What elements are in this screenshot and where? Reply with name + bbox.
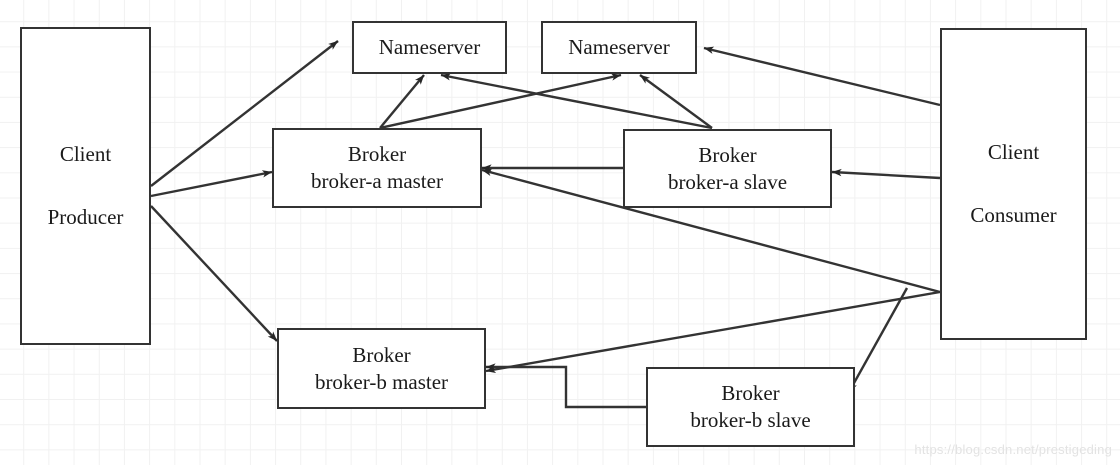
- edge-broker-a-slave-to-nameserver2: [639, 74, 713, 129]
- edge-consumer-to-broker-b-slave: [847, 287, 909, 393]
- node-broker-b-slave-line2: broker-b slave: [690, 408, 811, 432]
- node-broker-b-master-line2: broker-b master: [314, 369, 449, 394]
- node-broker-a-master-line1: Broker: [347, 142, 407, 167]
- node-client-consumer-line2: Consumer: [970, 203, 1057, 227]
- edge-consumer-to-nameserver2: [703, 46, 941, 107]
- edge-consumer-to-broker-a-master: [481, 168, 941, 294]
- edge-consumer-to-broker-a-slave: [831, 168, 941, 180]
- node-nameserver-2-label: Nameserver: [568, 35, 670, 60]
- node-broker-a-slave-line1: Broker: [698, 142, 757, 167]
- edge-consumer-to-broker-b-master: [485, 290, 941, 373]
- edge-broker-a-master-to-nameserver2: [379, 73, 622, 130]
- edge-broker-a-slave-to-nameserver1: [440, 73, 713, 130]
- node-client-consumer-line1: Client: [987, 140, 1040, 165]
- node-client-producer-line1: Client: [59, 142, 112, 167]
- node-client-producer[interactable]: Client Producer: [20, 27, 151, 345]
- node-broker-b-slave[interactable]: Broker broker-b slave: [646, 367, 855, 447]
- node-nameserver-2[interactable]: Nameserver: [541, 21, 697, 74]
- node-broker-b-master-line1: Broker: [352, 342, 411, 367]
- node-broker-a-master-line2: broker-a master: [311, 169, 443, 193]
- node-client-consumer[interactable]: Client Consumer: [940, 28, 1087, 340]
- edge-producer-to-broker-b-master: [150, 205, 278, 342]
- watermark-text: https://blog.csdn.net/prestigeding: [914, 442, 1112, 457]
- node-broker-a-master[interactable]: Broker broker-a master: [272, 128, 482, 208]
- edge-broker-b-slave-to-broker-b-master: [485, 363, 646, 409]
- node-broker-a-slave-line2: broker-a slave: [667, 169, 788, 194]
- edge-producer-to-broker-a-master: [150, 170, 273, 198]
- node-broker-b-slave-line1: Broker: [721, 381, 780, 406]
- edge-broker-a-master-to-nameserver1: [379, 74, 425, 129]
- node-client-producer-line2: Producer: [47, 205, 124, 229]
- node-broker-b-master[interactable]: Broker broker-b master: [277, 328, 486, 409]
- edge-producer-to-nameserver1: [150, 40, 339, 187]
- node-nameserver-1-label: Nameserver: [378, 35, 481, 60]
- node-nameserver-1[interactable]: Nameserver: [352, 21, 507, 74]
- node-broker-a-slave[interactable]: Broker broker-a slave: [623, 129, 832, 208]
